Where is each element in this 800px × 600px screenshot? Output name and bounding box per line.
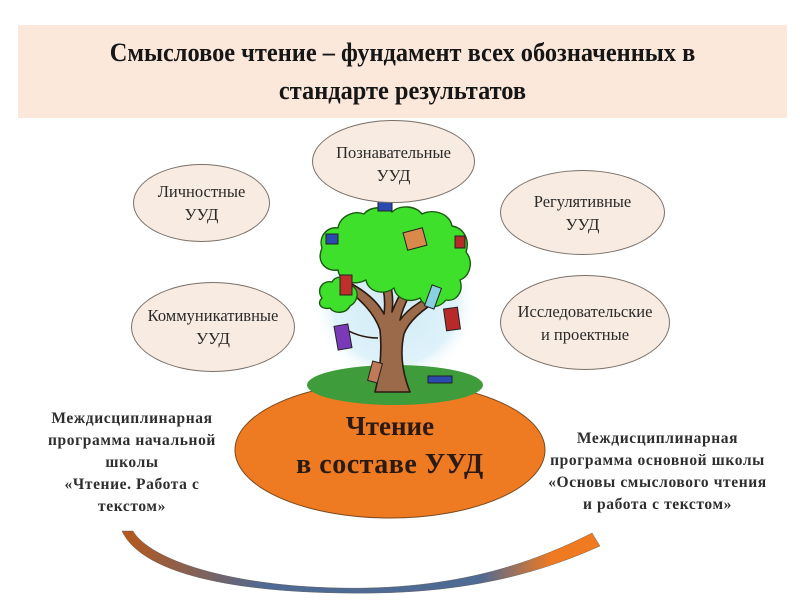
bubble-communicative-uud: Коммуникативные УУД: [131, 282, 295, 372]
secondary-program-line: «Основы смыслового чтения: [548, 474, 767, 491]
center-line-1: Чтение: [345, 411, 435, 441]
bubble-research-line1: Исследовательские: [517, 301, 653, 321]
primary-program-line: программа начальной: [48, 432, 216, 449]
bubble-regulatory-line2: УУД: [565, 214, 600, 234]
title-line-1: Смысловое чтение – фундамент всех обозна…: [109, 37, 696, 67]
primary-program-line: школы: [105, 454, 159, 471]
bubble-research-line2: и проектные: [540, 324, 630, 344]
bubble-cognitive-line2: УУД: [376, 166, 411, 185]
secondary-program-line: и работа с текстом»: [583, 496, 732, 513]
secondary-school-program: Междисциплинарная программа основной шко…: [520, 428, 795, 516]
bubble-personal-line1: Личностные: [157, 182, 246, 201]
primary-program-line: Междисциплинарная: [51, 410, 213, 427]
primary-program-line: «Чтение. Работа с: [64, 476, 200, 493]
bubble-personal-uud: Личностные УУД: [133, 164, 270, 242]
bubble-cognitive-line1: Познавательные: [336, 143, 451, 162]
title-band: Смысловое чтение – фундамент всех обозна…: [18, 25, 787, 118]
bubble-communicative-line2: УУД: [196, 329, 230, 348]
bubble-regulatory-uud: Регулятивные УУД: [500, 170, 665, 255]
bubble-cognitive-uud: Познавательные УУД: [312, 120, 475, 203]
secondary-program-line: программа основной школы: [550, 452, 765, 469]
bubble-personal-line2: УУД: [184, 205, 219, 224]
bubble-regulatory-line1: Регулятивные: [533, 191, 632, 211]
center-reading-label: Чтение в составе УУД: [235, 382, 545, 518]
bubble-communicative-line1: Коммуникативные: [147, 306, 279, 325]
primary-program-line: текстом»: [98, 498, 166, 515]
curved-arrow: [121, 530, 601, 594]
bubble-research-projects: Исследовательские и проектные: [500, 275, 670, 370]
book-icons: [325, 200, 466, 384]
center-line-2: в составе УУД: [296, 449, 484, 480]
primary-school-program: Междисциплинарная программа начальной шк…: [22, 408, 242, 518]
tree-canopy: [318, 206, 471, 313]
title-line-2: стандарте результатов: [278, 75, 527, 105]
secondary-program-line: Междисциплинарная: [576, 430, 739, 447]
